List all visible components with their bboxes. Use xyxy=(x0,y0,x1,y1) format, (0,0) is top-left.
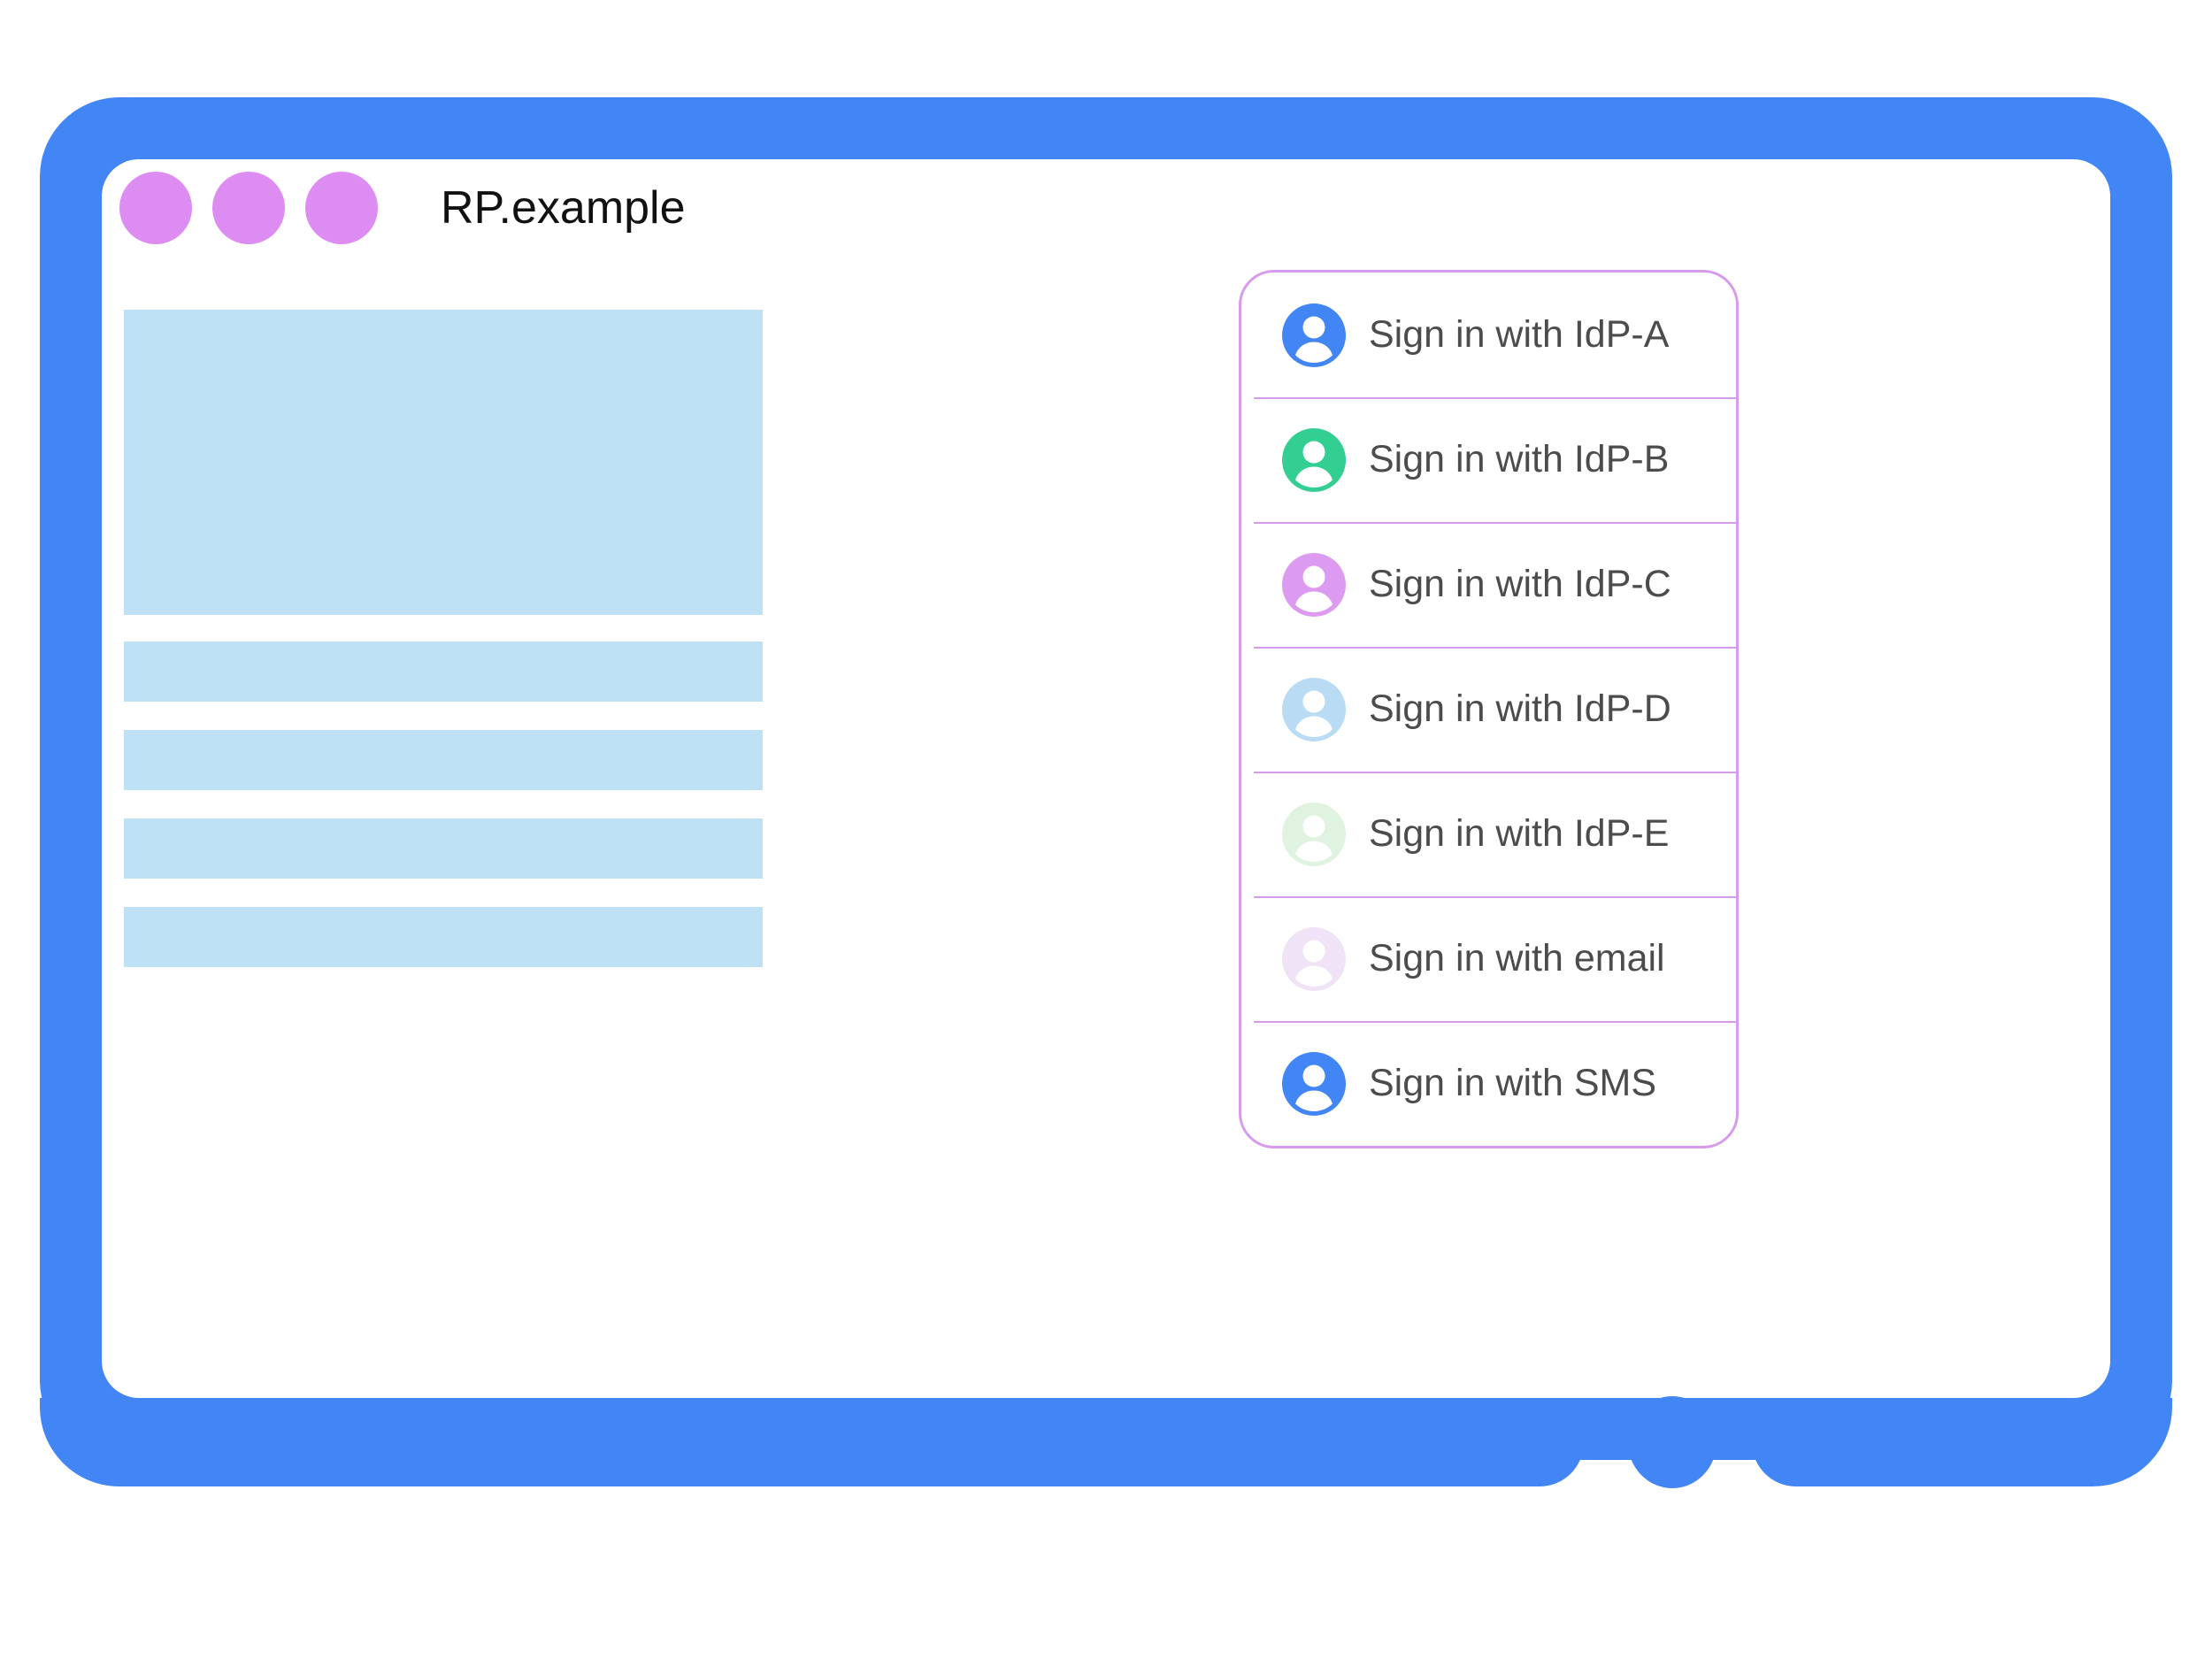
text-line-placeholder-3 xyxy=(124,818,763,879)
account-label: Sign in with IdP-C xyxy=(1369,563,1671,605)
hero-placeholder xyxy=(124,310,763,615)
account-label: Sign in with IdP-D xyxy=(1369,687,1671,730)
window-dot-3-icon[interactable] xyxy=(305,172,378,244)
site-title: RP.example xyxy=(441,182,686,234)
account-label: Sign in with IdP-E xyxy=(1369,812,1670,855)
account-label: Sign in with SMS xyxy=(1369,1062,1657,1104)
text-line-placeholder-4 xyxy=(124,907,763,967)
account-row[interactable]: Sign in with IdP-B xyxy=(1241,397,1736,522)
account-row[interactable]: Sign in with IdP-D xyxy=(1241,647,1736,772)
person-avatar-icon xyxy=(1282,427,1346,492)
person-avatar-icon xyxy=(1282,1051,1346,1116)
device-bottom-bar-left xyxy=(40,1398,1584,1486)
person-avatar-icon xyxy=(1282,303,1346,367)
person-avatar-icon xyxy=(1282,926,1346,991)
account-label: Sign in with IdP-A xyxy=(1369,313,1670,356)
home-button[interactable] xyxy=(1628,1396,1717,1488)
person-avatar-icon xyxy=(1282,677,1346,741)
account-label: Sign in with email xyxy=(1369,937,1665,979)
window-dot-2-icon[interactable] xyxy=(212,172,285,244)
account-row[interactable]: Sign in with IdP-E xyxy=(1241,772,1736,896)
titlebar: RP.example xyxy=(119,168,686,248)
account-chooser-panel: Sign in with IdP-A Sign in with IdP-B Sign… xyxy=(1239,270,1739,1148)
person-avatar-icon xyxy=(1282,552,1346,617)
page-content xyxy=(124,310,763,995)
account-label: Sign in with IdP-B xyxy=(1369,438,1670,480)
text-line-placeholder-2 xyxy=(124,730,763,790)
text-line-placeholder-1 xyxy=(124,641,763,702)
account-row[interactable]: Sign in with email xyxy=(1241,896,1736,1021)
person-avatar-icon xyxy=(1282,802,1346,866)
account-row[interactable]: Sign in with SMS xyxy=(1241,1021,1736,1146)
window-dot-1-icon[interactable] xyxy=(119,172,192,244)
device-bottom-bar-right xyxy=(1752,1398,2172,1486)
account-row[interactable]: Sign in with IdP-A xyxy=(1241,273,1736,397)
account-row[interactable]: Sign in with IdP-C xyxy=(1241,522,1736,647)
